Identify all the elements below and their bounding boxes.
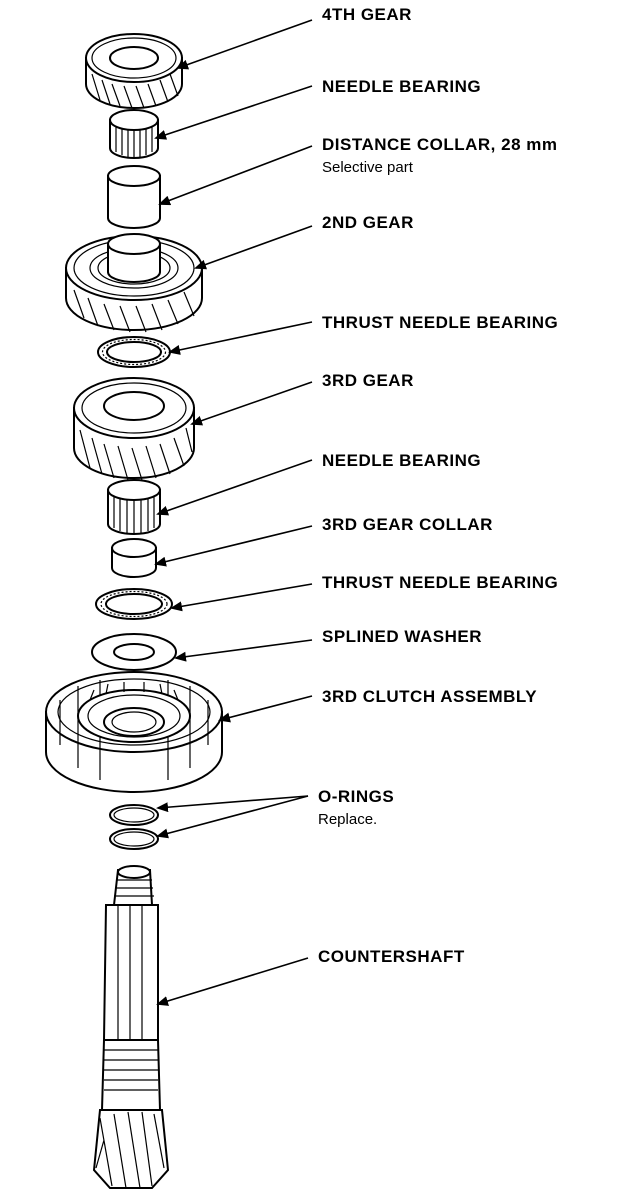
note-distance-collar: Selective part [322,159,414,176]
labels: 4TH GEAR NEEDLE BEARING DISTANCE COLLAR,… [318,5,558,966]
label-3rd-clutch-assembly: 3RD CLUTCH ASSEMBLY [322,687,537,706]
needle-bearing-1-part [109,109,159,159]
needle-bearing-2-part [107,479,161,535]
label-4th-gear: 4TH GEAR [322,5,412,24]
distance-collar-part [107,165,161,229]
countershaft-part [92,865,170,1189]
label-o-rings: O-RINGS [318,787,394,806]
leader-lines [154,19,313,1006]
4th-gear-part [85,33,183,109]
splined-washer-part [91,633,177,671]
3rd-gear-part [73,377,195,481]
3rd-gear-collar-part [111,538,157,578]
label-splined-washer: SPLINED WASHER [322,627,482,646]
label-3rd-gear-collar: 3RD GEAR COLLAR [322,515,493,534]
label-distance-collar: DISTANCE COLLAR, 28 mm [322,135,558,154]
label-3rd-gear: 3RD GEAR [322,371,414,390]
3rd-clutch-assembly-part [45,671,223,793]
label-needle-bearing-2: NEEDLE BEARING [322,451,481,470]
label-countershaft: COUNTERSHAFT [318,947,465,966]
label-needle-bearing-1: NEEDLE BEARING [322,77,481,96]
thrust-needle-bearing-1-part [97,336,171,368]
2nd-gear-part [65,233,203,333]
o-rings-part [109,804,159,850]
label-2nd-gear: 2ND GEAR [322,213,414,232]
thrust-needle-bearing-2-part [95,588,173,620]
note-o-rings: Replace. [318,811,377,828]
label-thrust-needle-bearing-1: THRUST NEEDLE BEARING [322,313,558,332]
label-thrust-needle-bearing-2: THRUST NEEDLE BEARING [322,573,558,592]
